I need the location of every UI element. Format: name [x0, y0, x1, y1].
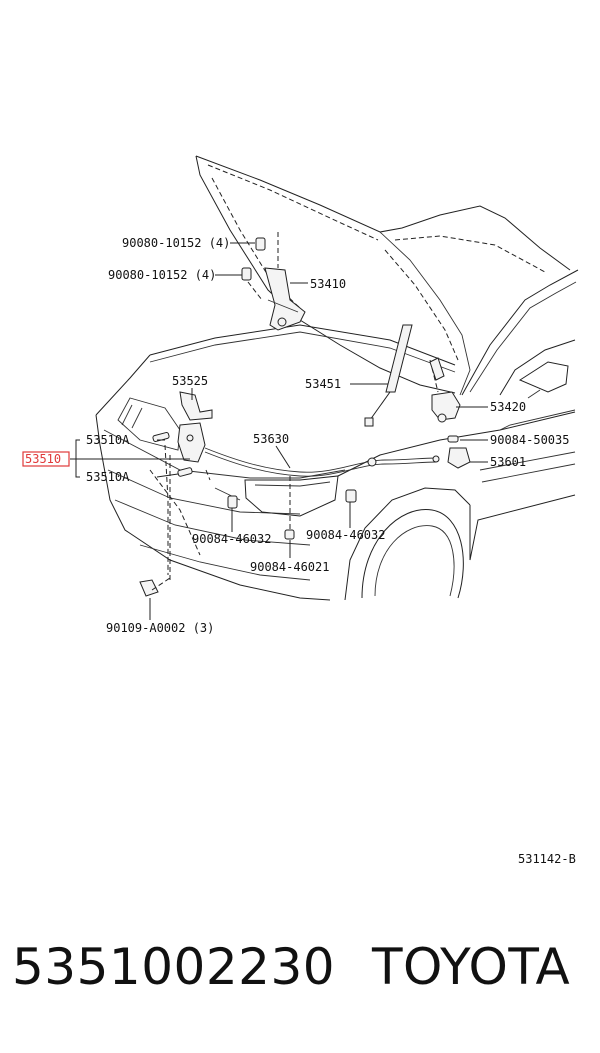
part-number: 5351002230	[12, 938, 336, 996]
label-lock-upper: 53510A	[86, 433, 130, 447]
label-handle: 53601	[490, 455, 526, 469]
label-lock-main[interactable]: 53510	[25, 452, 61, 466]
release-handle-53601	[447, 435, 471, 469]
label-clip-rh: 90084-50035	[490, 433, 569, 447]
label-cable: 53630	[253, 432, 289, 446]
label-hinge: 53410	[310, 277, 346, 291]
bolt-bottom	[139, 577, 171, 597]
brand-name: TOYOTA	[372, 938, 571, 996]
highlight-box	[22, 451, 70, 467]
car-outline	[95, 155, 579, 601]
label-lock-lower: 53510A	[86, 470, 130, 484]
drawing-code: 531142-B	[518, 852, 576, 866]
label-bolt-bottom: 90109-A0002 (3)	[106, 621, 214, 635]
bolt-lower	[241, 267, 263, 301]
leader-lines	[70, 242, 488, 620]
release-cable-53630	[204, 447, 440, 477]
parts-diagram: 90080-10152 (4) 90080-10152 (4) 53410 53…	[22, 155, 579, 635]
bolt-upper	[255, 237, 266, 251]
label-clip-left: 90084-46032	[192, 532, 271, 546]
label-support-rod: 53451	[305, 377, 341, 391]
label-clip-mid: 90084-46032	[306, 528, 385, 542]
bracket-53525	[179, 391, 213, 421]
label-bolt-lower: 90080-10152 (4)	[108, 268, 216, 282]
label-hood-lock-rh: 53420	[490, 400, 526, 414]
clips	[227, 476, 357, 540]
hood-hinge-53410	[264, 232, 306, 331]
label-bolt-upper: 90080-10152 (4)	[122, 236, 230, 250]
label-clip-bottom: 90084-46021	[250, 560, 329, 574]
label-bracket: 53525	[172, 374, 208, 388]
hood-lock-rh-53420	[429, 357, 461, 423]
footer: 5351002230 TOYOTA	[0, 938, 600, 1008]
hood-support-rod-53451	[364, 324, 413, 427]
